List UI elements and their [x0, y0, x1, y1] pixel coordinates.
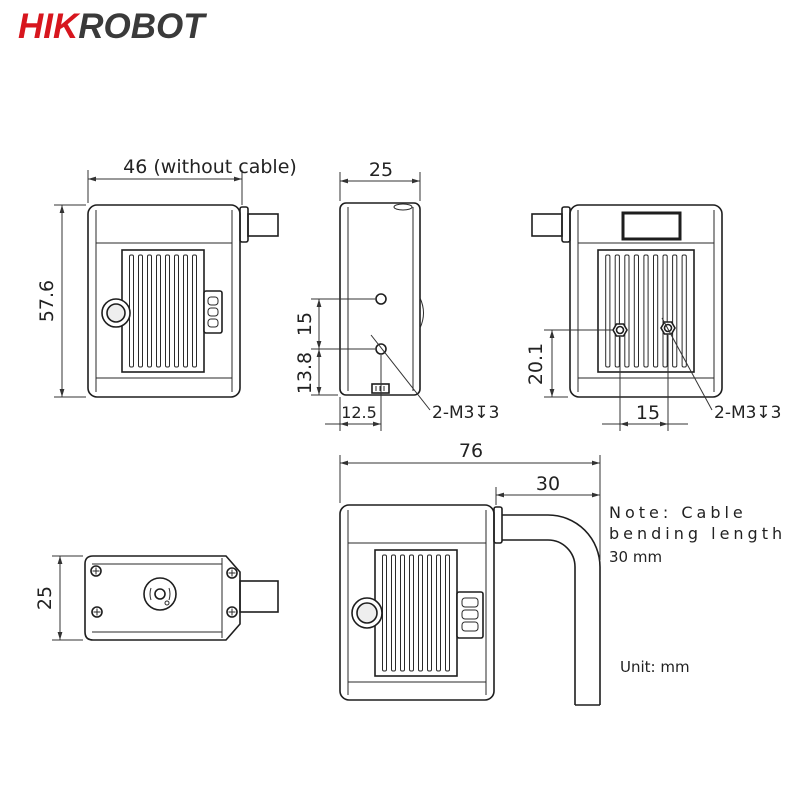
side-mount-hole-upper: [375, 293, 387, 305]
back-mount-hole-left: [615, 325, 625, 335]
grille-slot: [174, 254, 179, 368]
dim-back-hole-height-label: 20.1: [525, 343, 547, 385]
dim-back-spacing-label: 15: [636, 402, 660, 424]
top-screw: [226, 567, 238, 579]
grille-slot: [183, 254, 188, 368]
front-cable-stub: [247, 213, 279, 237]
front-body-outline: [87, 204, 241, 398]
note-line-2: bending length: [609, 524, 786, 543]
grille-slot: [445, 554, 450, 672]
top-body-outline: [84, 555, 241, 641]
side-view: 25 15 13.8 12.5 2-M3↧3: [294, 159, 500, 431]
side-mount-hole-lower: [375, 343, 387, 355]
grille-slot: [409, 554, 414, 672]
back-thread-label: 2-M3↧3: [714, 403, 782, 423]
dim-front-width-label: 46 (without cable): [123, 156, 297, 178]
back-thread-leader: [661, 317, 713, 411]
grille-slot: [633, 254, 639, 368]
side-thread-label: 2-M3↧3: [432, 403, 500, 423]
top-screw: [226, 606, 238, 618]
grille-slot: [165, 254, 170, 368]
cable-outer-edge: [502, 514, 601, 705]
unit-note: Unit: mm: [620, 658, 690, 676]
front-button-inner: [106, 303, 126, 323]
grille-slot: [672, 254, 678, 368]
cable-view-flange: [493, 506, 503, 544]
cable-view-led-indicator: [461, 597, 479, 608]
cable-view: 76 30: [339, 440, 601, 706]
dim-side-offset-label: 12.5: [341, 403, 377, 422]
grille-slot: [605, 254, 611, 368]
grille-slot: [400, 554, 405, 672]
grille-slot: [147, 254, 152, 368]
grille-slot: [653, 254, 659, 368]
grille-slot: [662, 254, 668, 368]
cable-view-led-indicator: [461, 621, 479, 632]
back-body-outline: [569, 204, 723, 398]
side-thread-leader: [370, 334, 431, 411]
top-view: 25: [34, 555, 279, 641]
grille-slot: [156, 254, 161, 368]
note-line-1: Note: Cable: [609, 503, 747, 522]
grille-slot: [192, 254, 197, 368]
dim-side-hole-spacing-label: 15: [294, 312, 316, 336]
top-screw: [91, 606, 103, 618]
cable-view-led-panel: [456, 591, 484, 639]
cable-inner-edge: [502, 539, 576, 705]
top-focus-dial: [143, 577, 177, 611]
front-led-indicator: [207, 307, 219, 317]
top-cable-stub: [239, 580, 279, 613]
dim-top-depth-label: 25: [34, 586, 56, 610]
cable-view-body-outline: [339, 504, 495, 701]
back-label-window: [621, 211, 682, 241]
cable-view-button-inner: [356, 602, 378, 624]
dim-cable-label: 30: [536, 473, 560, 495]
front-led-indicator: [207, 318, 219, 328]
brand-logo: HIKROBOT: [18, 7, 207, 46]
grille-slot: [418, 554, 423, 672]
grille-slot: [614, 254, 620, 368]
side-top-boss: [393, 203, 413, 211]
brand-logo-hik: HIK: [18, 7, 81, 46]
grille-slot: [643, 254, 649, 368]
back-cable-stub: [531, 213, 563, 237]
grille-slot: [681, 254, 687, 368]
front-led-indicator: [207, 296, 219, 306]
back-mount-hole-right: [663, 323, 673, 333]
grille-slot: [436, 554, 441, 672]
grille-slot: [138, 254, 143, 368]
note-line-3: 30 mm: [609, 548, 662, 566]
dim-total-length-label: 76: [459, 440, 483, 462]
side-flange-bump: [419, 297, 424, 329]
brand-logo-robot: ROBOT: [78, 7, 207, 46]
cable-view-led-indicator: [461, 609, 479, 620]
dim-side-hole-height-label: 13.8: [294, 352, 316, 394]
dim-side-width-label: 25: [369, 159, 393, 181]
back-view: 20.1 15 2-M3↧3: [525, 204, 782, 431]
front-view: 46 (without cable) 57.6: [36, 156, 297, 398]
back-grille: [597, 249, 695, 373]
grille-slot: [624, 254, 630, 368]
grille-frame: [597, 249, 695, 373]
grille-slot: [391, 554, 396, 672]
dim-front-height-label: 57.6: [36, 280, 58, 322]
top-screw: [90, 565, 102, 577]
grille-slot: [427, 554, 432, 672]
